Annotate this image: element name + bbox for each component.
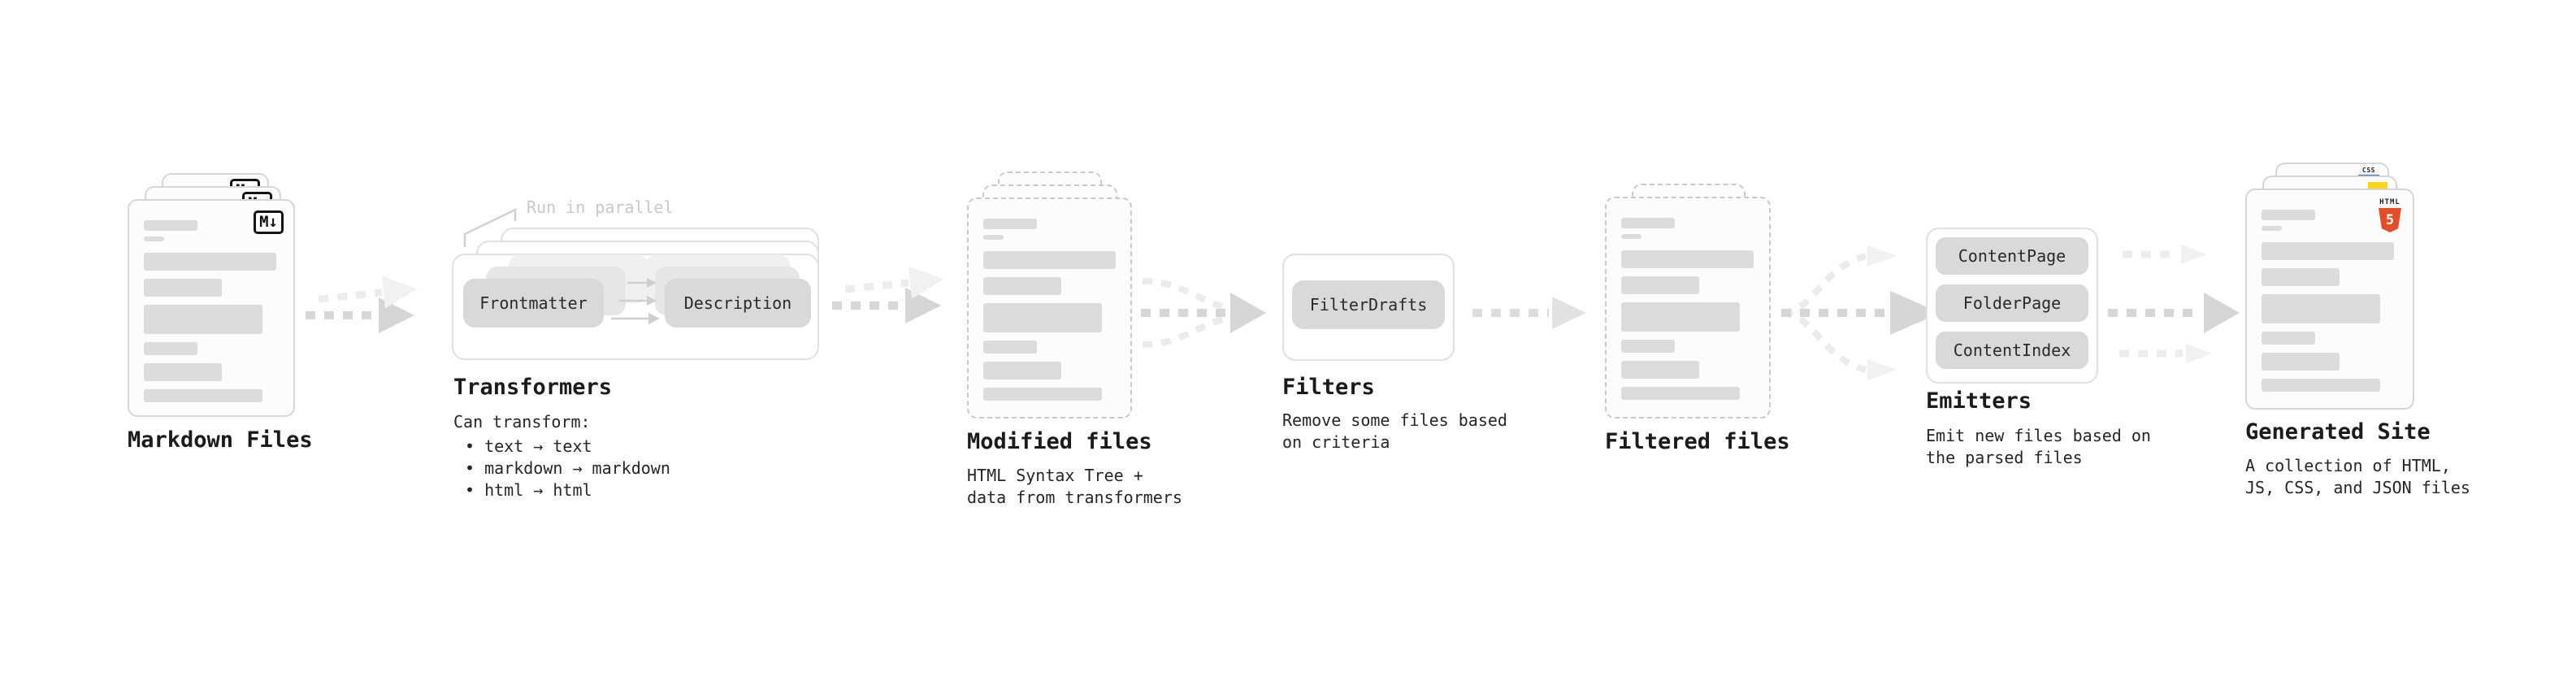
flow-arrow-modified-to-filters-merge	[1141, 278, 1266, 348]
emitters-description: Emit new files based on the parsed files	[1926, 425, 2151, 469]
description-line: A collection of HTML,	[2245, 456, 2451, 475]
generated-file-card: HTML 5	[2245, 189, 2414, 410]
generated-site-label: Generated Site	[2245, 419, 2431, 445]
placeholder-bar	[144, 279, 222, 297]
contentpage-node: ContentPage	[1936, 237, 2088, 275]
placeholder-bar	[983, 303, 1102, 332]
placeholder-bar	[2262, 294, 2380, 323]
placeholder-bar	[144, 363, 222, 381]
modified-file-card	[967, 197, 1132, 419]
placeholder-bar	[1621, 387, 1740, 400]
placeholder-bar	[144, 305, 262, 334]
transformers-label: Transformers	[453, 375, 613, 400]
placeholder-bar	[2262, 332, 2315, 345]
placeholder-bar	[983, 251, 1116, 269]
generated-site-description: A collection of HTML, JS, CSS, and JSON …	[2245, 455, 2470, 499]
document-content-placeholder	[2247, 190, 2413, 408]
placeholder-bar	[1621, 234, 1641, 239]
placeholder-bar	[144, 253, 276, 271]
placeholder-bar	[983, 235, 1004, 240]
filtered-files-label: Filtered files	[1605, 429, 1790, 454]
placeholder-bar	[1621, 340, 1675, 353]
transformers-caption-title: Can transform:	[453, 412, 591, 432]
placeholder-bar	[1621, 218, 1675, 228]
bullet-item: • markdown → markdown	[465, 458, 670, 478]
placeholder-bar	[983, 362, 1061, 380]
description-line: the parsed files	[1926, 448, 2083, 467]
placeholder-bar	[2262, 268, 2340, 286]
filterdrafts-node: FilterDrafts	[1292, 280, 1445, 329]
run-in-parallel-annotation: Run in parallel	[527, 197, 674, 217]
description-line: JS, CSS, and JSON files	[2245, 478, 2470, 497]
placeholder-bar	[2262, 242, 2394, 260]
emitters-label: Emitters	[1926, 388, 2032, 414]
transformer-internal-arrows	[611, 278, 660, 324]
document-content-placeholder	[1607, 198, 1769, 417]
filters-label: Filters	[1282, 375, 1375, 400]
placeholder-bar	[1621, 302, 1740, 332]
description-line: data from transformers	[967, 488, 1182, 507]
filtered-file-card	[1605, 197, 1771, 419]
markdown-files-label: Markdown Files	[128, 427, 313, 453]
placeholder-bar	[144, 220, 197, 231]
flow-arrow-emitters-to-site	[2108, 245, 2240, 363]
document-content-placeholder	[969, 199, 1130, 417]
modified-files-description: HTML Syntax Tree + data from transformer…	[967, 465, 1182, 509]
filters-description: Remove some files based on criteria	[1282, 410, 1507, 453]
placeholder-bar	[2262, 226, 2282, 231]
placeholder-bar	[2262, 379, 2380, 392]
run-in-parallel-callout-line	[463, 208, 517, 247]
html5-shield: 5	[2379, 208, 2401, 232]
js-file-icon	[2368, 182, 2387, 191]
placeholder-bar	[1621, 250, 1754, 268]
description-line: Emit new files based on	[1926, 426, 2151, 445]
html5-number: 5	[2385, 212, 2395, 228]
document-content-placeholder	[129, 201, 293, 415]
placeholder-bar	[144, 236, 164, 241]
description-line: on criteria	[1282, 432, 1390, 452]
folderpage-node: FolderPage	[1936, 284, 2088, 322]
markdown-icon: M↓	[254, 210, 284, 234]
css-icon-label: CSS	[2362, 167, 2375, 174]
placeholder-bar	[1621, 276, 1699, 294]
html5-icon-label: HTML	[2379, 198, 2400, 206]
placeholder-bar	[983, 219, 1037, 229]
placeholder-bar	[983, 388, 1102, 401]
modified-files-label: Modified files	[967, 429, 1152, 454]
flow-arrow-transformers-to-modified	[832, 266, 944, 323]
frontmatter-node: Frontmatter	[463, 279, 604, 327]
html5-icon: HTML 5	[2377, 198, 2403, 232]
description-node: Description	[665, 279, 811, 327]
description-line: HTML Syntax Tree +	[967, 466, 1143, 485]
placeholder-bar	[1621, 361, 1699, 379]
placeholder-bar	[983, 277, 1061, 295]
placeholder-bar	[2262, 210, 2315, 220]
markdown-file-card: M↓	[128, 199, 295, 417]
flow-arrow-filters-to-filtered	[1472, 297, 1586, 329]
placeholder-bar	[144, 389, 262, 402]
transformers-bullet-list: • text → text • markdown → markdown • ht…	[465, 436, 670, 501]
description-line: Remove some files based	[1282, 410, 1507, 430]
bullet-item: • text → text	[465, 436, 592, 456]
contentindex-node: ContentIndex	[1936, 332, 2088, 369]
bullet-item: • html → html	[465, 480, 592, 500]
placeholder-bar	[144, 342, 197, 355]
flow-arrow-markdown-to-transformers	[306, 275, 418, 333]
placeholder-bar	[2262, 353, 2340, 371]
flow-arrow-filtered-to-emitters-fanout	[1781, 245, 1941, 380]
placeholder-bar	[983, 340, 1037, 354]
